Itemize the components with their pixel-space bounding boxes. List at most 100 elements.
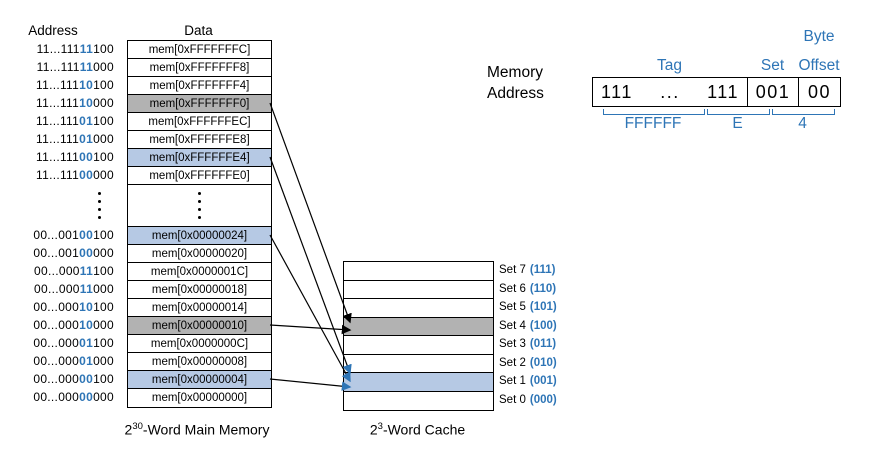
tag-hex-bracket: [603, 109, 705, 115]
caption-rest: -Word Main Memory: [142, 421, 270, 438]
address-set-bits: 10: [79, 78, 94, 92]
address-set-bits: 00: [79, 150, 94, 164]
address-offset-bits: 100: [93, 150, 114, 164]
address-set-bits: 01: [79, 336, 94, 350]
cache-set-row: [344, 354, 493, 373]
address-tag-bits: 11...111: [36, 114, 80, 128]
memory-data-value: mem[0x00000014]: [151, 301, 248, 314]
memory-data-cell: mem[0xFFFFFFF4]: [128, 77, 271, 95]
address-tag-bits: 11...111: [36, 168, 80, 182]
vertical-ellipsis-dots: [98, 191, 101, 219]
address-set-bits: 00: [79, 390, 94, 404]
tag-field-label: Tag: [657, 57, 682, 74]
address-set-bits: 00: [79, 372, 94, 386]
memory-data-cell: mem[0x00000004]: [128, 371, 271, 389]
set-field: 001: [748, 78, 799, 106]
address-tag-bits: 00...000: [33, 390, 80, 404]
address-tag-bits: 00...000: [34, 282, 80, 296]
address-offset-bits: 000: [93, 246, 114, 260]
address-set-bits: 11: [79, 282, 94, 296]
address-tag-bits: 00...000: [33, 354, 80, 368]
set-number: Set 3: [499, 338, 526, 351]
address-column-ellipsis: [8, 184, 114, 226]
tag-field: 111 ... 111: [593, 78, 748, 106]
memory-data-cell: mem[0xFFFFFFF0]: [128, 95, 271, 113]
address-tag-bits: 11...111: [36, 150, 80, 164]
address-set-bits: 10: [79, 96, 94, 110]
cache-set-label: Set 1 (001): [499, 372, 557, 391]
main-memory-caption: 230-Word Main Memory: [97, 421, 297, 438]
mid-hex-bracket: [707, 109, 770, 115]
cache-set-label: Set 0 (000): [499, 391, 557, 410]
memory-data-cell: mem[0x00000018]: [128, 281, 271, 299]
memory-data-value: mem[0x00000024]: [151, 229, 248, 242]
address-offset-bits: 100: [93, 300, 114, 314]
main-memory-ellipsis: [128, 185, 271, 227]
address-offset-bits: 000: [93, 390, 114, 404]
memory-address-label: Memory Address: [487, 62, 544, 104]
address-tag-bits: 11...111: [36, 132, 80, 146]
address-set-bits: 01: [79, 354, 94, 368]
tag-hex-value: FFFFFF: [624, 115, 682, 132]
address-offset-bits: 000: [93, 318, 114, 332]
byte-offset-field-label-line2: Offset: [798, 57, 840, 74]
memory-data-cell: mem[0xFFFFFFE8]: [128, 131, 271, 149]
vertical-ellipsis-dots: [198, 192, 201, 219]
memory-data-value: mem[0x00000004]: [151, 373, 248, 386]
set-binary-index: (001): [529, 375, 557, 388]
memory-data-cell: mem[0x0000001C]: [128, 263, 271, 281]
memory-data-value: mem[0x00000018]: [151, 283, 248, 296]
cache-set-row: [344, 299, 493, 318]
memory-data-cell: mem[0xFFFFFFE4]: [128, 149, 271, 167]
memory-data-cell: mem[0xFFFFFFFC]: [128, 41, 271, 59]
address-set-bits: 11: [79, 264, 94, 278]
cache-set-row: [344, 280, 493, 299]
main-memory-rows-top: mem[0xFFFFFFFC] mem[0xFFFFFFF8] mem[0xFF…: [128, 41, 271, 185]
set-number: Set 1: [499, 375, 526, 388]
address-offset-bits: 100: [93, 78, 114, 92]
address-set-bits: 00: [79, 228, 94, 242]
memory-data-value: mem[0x0000000C]: [150, 337, 249, 350]
memory-data-value: mem[0x00000010]: [151, 319, 248, 332]
arrow-mem04-to-set1: [269, 378, 352, 391]
cache-caption: 23-Word Cache: [343, 421, 492, 438]
memory-data-cell: mem[0x00000024]: [128, 227, 271, 245]
memory-data-value: mem[0x0000001C]: [150, 265, 249, 278]
caption-rest: -Word Cache: [382, 421, 466, 438]
byte-offset-field: 00: [807, 81, 832, 102]
cache-set-label: Set 5 (101): [499, 298, 557, 317]
address-set-bits: 01: [79, 132, 94, 146]
address-tag-bits: 11...111: [36, 60, 80, 74]
byte-offset-field-label-line1: Byte: [803, 28, 835, 45]
address-offset-bits: 100: [93, 336, 114, 350]
arrow-memF0-to-set4: [269, 102, 352, 324]
cache-set-row: [344, 373, 493, 392]
memory-address-label-line2: Address: [487, 85, 544, 102]
arrow-memE4-to-set1: [269, 156, 352, 375]
address-tag-bits: 00...000: [34, 264, 80, 278]
address-set-bits: 01: [79, 114, 94, 128]
address-set-bits: 10: [79, 318, 94, 332]
memory-data-cell: mem[0x0000000C]: [128, 335, 271, 353]
set-binary-index: (101): [529, 301, 557, 314]
cache-set-label: Set 3 (011): [499, 335, 557, 354]
cache-set-label: Set 2 (010): [499, 354, 557, 373]
cache-set-row: [344, 262, 493, 281]
memory-data-value: mem[0xFFFFFFEC]: [148, 115, 251, 128]
memory-data-cell: mem[0x00000000]: [128, 389, 271, 407]
address-tag-bits: 00...001: [33, 228, 80, 242]
cache-set-row: [344, 317, 493, 336]
caption-superscript: 30: [132, 421, 143, 432]
memory-data-value: mem[0x00000000]: [151, 392, 248, 404]
memory-data-value: mem[0x00000020]: [151, 247, 248, 260]
address-set-bits: 00: [79, 168, 94, 182]
